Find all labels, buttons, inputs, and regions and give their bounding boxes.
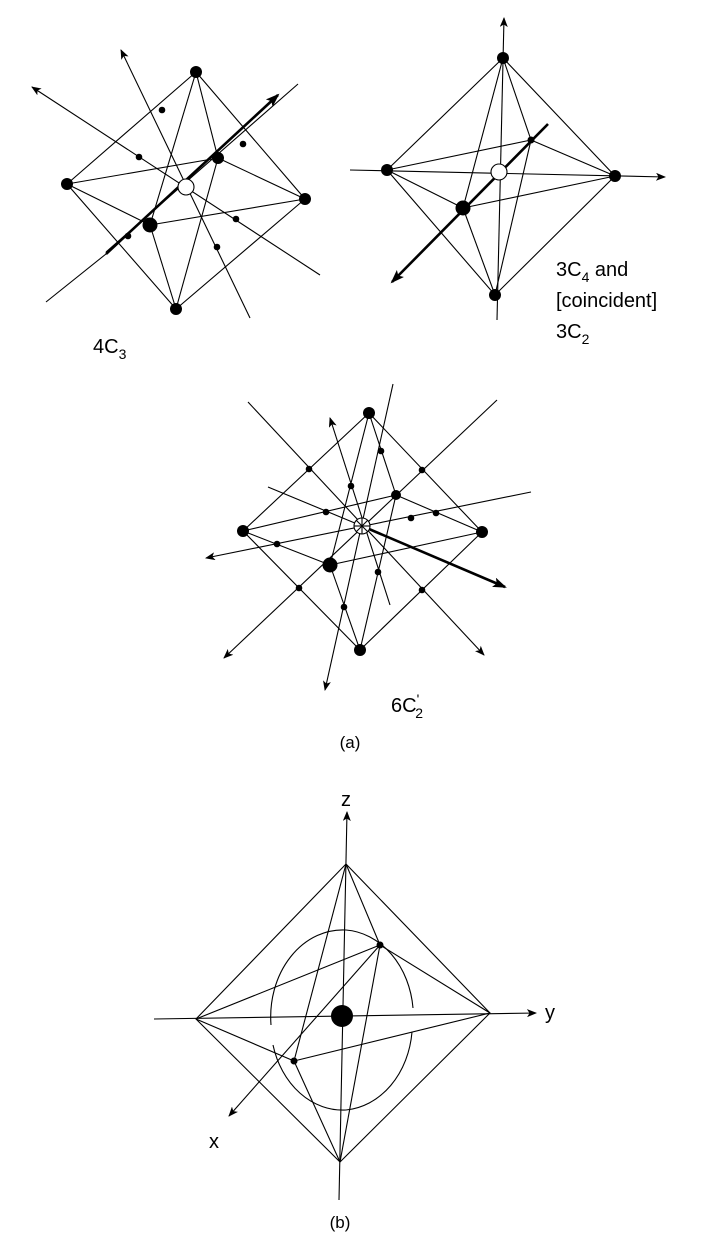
c2-prime-octahedron (205, 383, 532, 691)
c3-face-centres (124, 106, 247, 251)
c2-prime-axes-label: 6C'2 (391, 691, 423, 721)
c2-prime-axis-emphasized (361, 524, 507, 589)
svg-text:[coincident]: [coincident] (556, 290, 657, 312)
central-atom (331, 1005, 353, 1027)
inversion-centre-marker (353, 517, 371, 535)
inversion-centre-marker (490, 163, 508, 181)
c4-axes-label: 3C4 and [coincident] 3C2 (556, 259, 657, 347)
c4-vertices (381, 52, 621, 301)
z-axis-label: z (341, 789, 351, 811)
equatorial-circle (270, 929, 414, 1111)
c3-octahedron (31, 49, 321, 319)
c2-prime-vertices (237, 407, 488, 656)
c2-prime-edge-midpoints (273, 447, 440, 611)
c4-octahedron (349, 17, 666, 321)
y-axis-label: y (545, 1002, 555, 1024)
x-axis-label: x (209, 1131, 219, 1153)
octahedron-b-vertices (290, 941, 384, 1065)
svg-text:3C2: 3C2 (556, 321, 590, 347)
svg-text:3C4 and: 3C4 and (556, 259, 628, 285)
octahedron-with-axes (153, 811, 537, 1201)
c3-vertices (61, 66, 311, 315)
c2-prime-axis (323, 383, 394, 691)
c3-axes-label: 4C3 (93, 336, 127, 362)
inversion-centre-marker (177, 178, 195, 196)
c4-axis-emphasized (390, 123, 549, 284)
x-axis (228, 944, 381, 1117)
panel-b-caption: (b) (330, 1213, 351, 1232)
c3-axis (31, 86, 321, 276)
c3-rotation-axes (31, 49, 321, 319)
panel-a-caption: (a) (340, 733, 361, 752)
